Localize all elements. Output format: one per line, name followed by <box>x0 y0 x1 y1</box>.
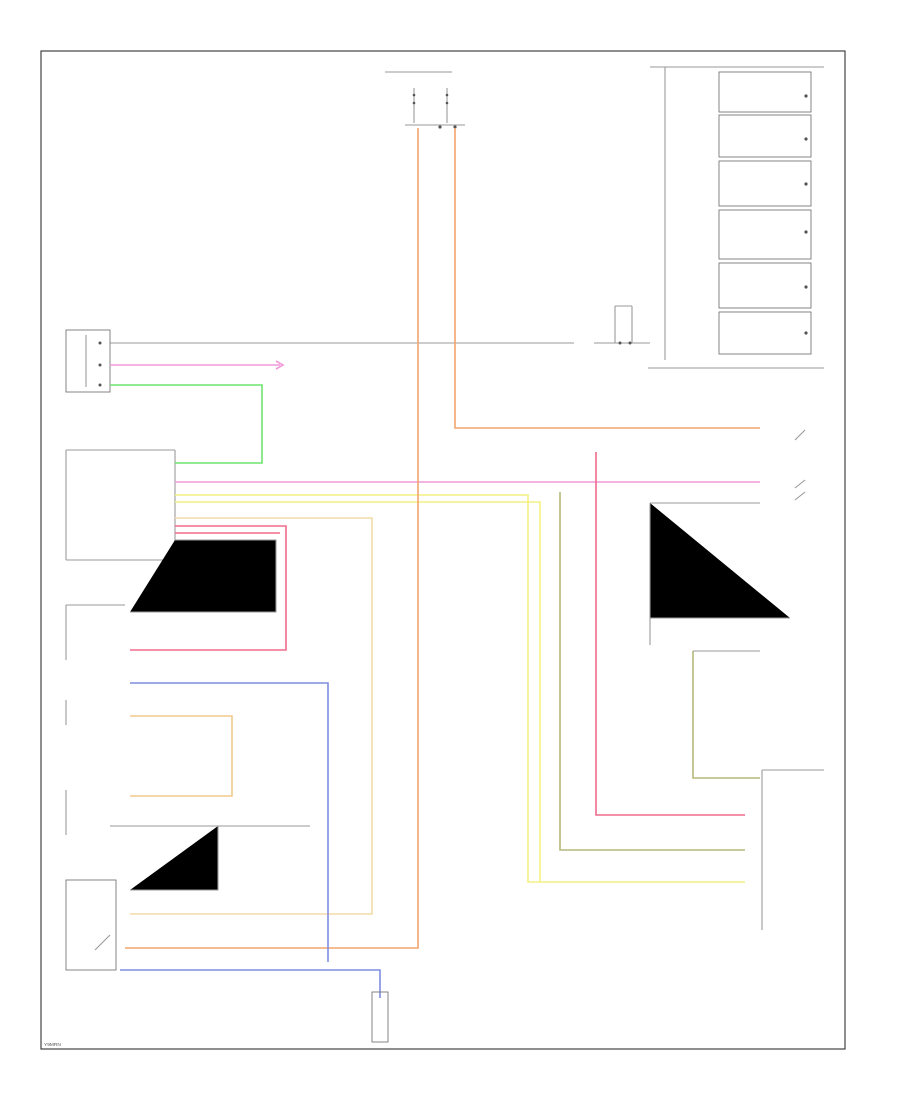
tan-wire <box>130 517 373 915</box>
blue-wire <box>130 682 329 962</box>
right-bottom-module <box>761 769 824 930</box>
control-module <box>65 449 176 561</box>
fuse-block <box>385 71 465 129</box>
footer-code: Y9MRN <box>44 1042 61 1048</box>
bottom-connector <box>371 991 389 1043</box>
diagram-frame <box>40 50 846 1050</box>
relay-symbol <box>614 305 633 345</box>
right-module-stack <box>648 66 824 369</box>
left-connectors <box>65 604 125 971</box>
left-upper-connector <box>65 329 111 393</box>
olive-wire <box>559 492 745 851</box>
red-wire <box>130 525 287 651</box>
green-wire <box>110 384 263 464</box>
yellow-wire <box>175 494 745 883</box>
orange-wire <box>125 128 419 949</box>
